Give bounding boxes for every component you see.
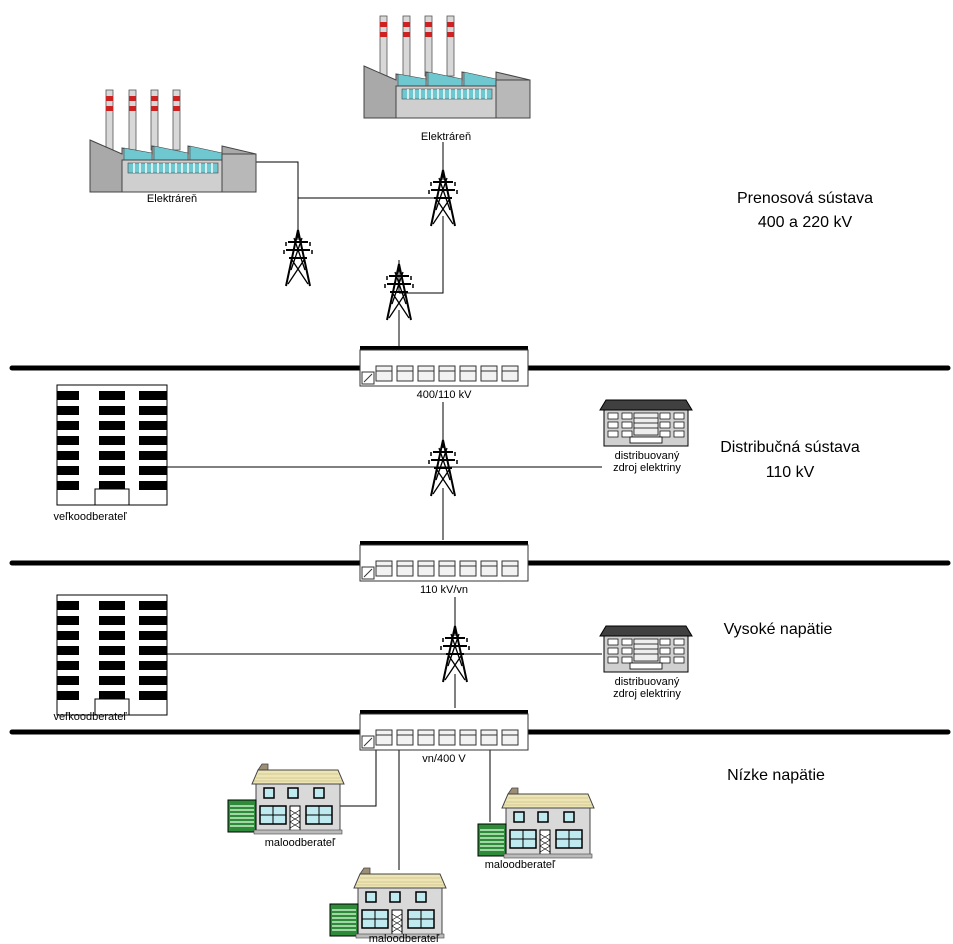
bus-lines [9, 365, 951, 735]
small-consumer-3-label: maloodberateľ [369, 933, 440, 944]
dist-source-1-label-line1: distribuovaný [615, 450, 680, 462]
large-consumer-building-1 [56, 384, 168, 506]
connection-lines [160, 142, 602, 870]
level-low-voltage: Nízke napätie [727, 767, 825, 784]
substation-1-label: 400/110 kV [417, 389, 473, 401]
plant-right-label: Elektráreň [421, 131, 471, 143]
substation-400-110 [359, 345, 529, 387]
house-small-consumer-1 [227, 763, 345, 835]
dist-source-2-label-line1: distribuovaný [615, 676, 680, 688]
level-high-voltage: Vysoké napätie [724, 621, 833, 638]
large-consumer-2-label: veľkoodberateľ [53, 711, 127, 723]
power-plant-left [89, 89, 257, 193]
distributed-source-building-1 [599, 399, 693, 447]
plant-left-label: Elektráreň [147, 193, 197, 205]
house-small-consumer-3 [329, 867, 447, 939]
level-transmission-line1: Prenosová sústava [737, 190, 873, 207]
small-consumer-1-label: maloodberateľ [265, 837, 336, 849]
power-plant-right [363, 15, 531, 119]
small-consumer-2-label: maloodberateľ [485, 859, 556, 871]
house-small-consumer-2 [477, 787, 595, 859]
substation-2-label: 110 kV/vn [420, 584, 468, 596]
substation-3-label: vn/400 V [422, 753, 466, 765]
substation-110-vn [359, 540, 529, 582]
dist-source-1-label-line2: zdroj elektriny [613, 462, 681, 474]
transmission-tower-110kv [428, 439, 458, 497]
level-transmission-line2: 400 a 220 kV [758, 214, 853, 231]
level-distribution-line1: Distribučná sústava [720, 439, 860, 456]
large-consumer-building-2 [56, 594, 168, 716]
level-distribution-line2: 110 kV [766, 464, 815, 481]
distributed-source-building-2 [599, 625, 693, 673]
large-consumer-1-label: veľkoodberateľ [53, 511, 127, 523]
substation-vn-400 [359, 709, 529, 751]
dist-source-2-label-line2: zdroj elektriny [613, 688, 681, 700]
